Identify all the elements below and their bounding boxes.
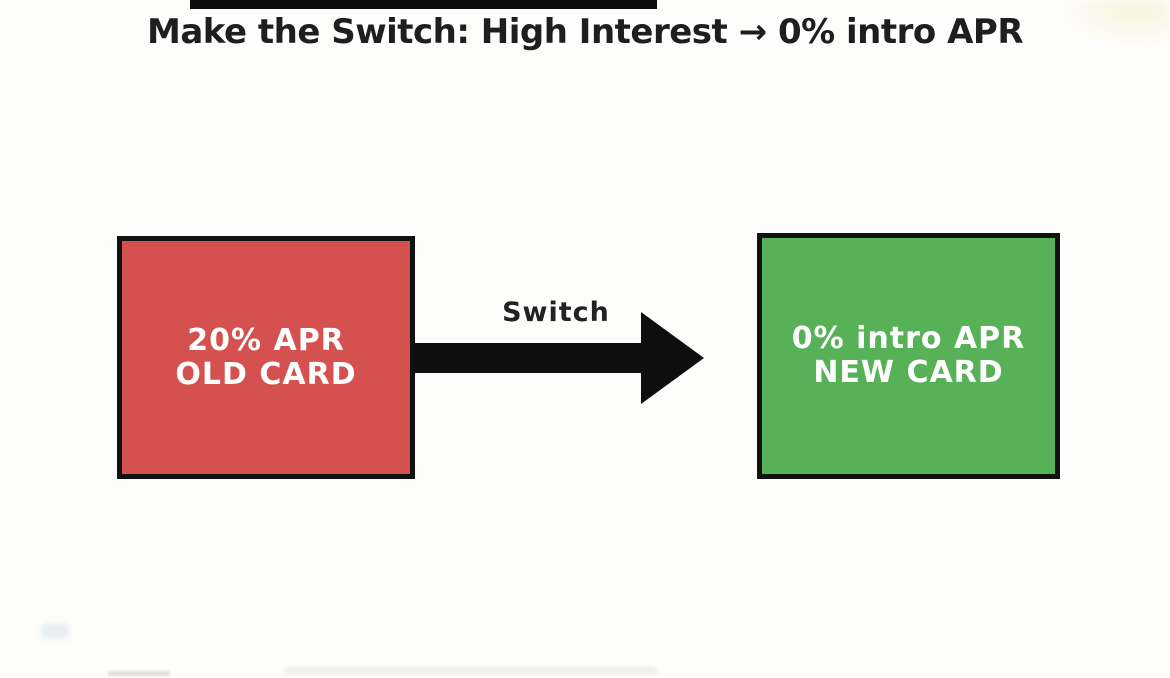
image-artifact-bottom-dash: [108, 671, 170, 676]
switch-label: Switch: [502, 297, 610, 328]
old-card-apr-text: 20% APR: [187, 322, 345, 358]
image-artifact-bottom-smudge: [285, 667, 657, 674]
new-card-name-text: NEW CARD: [813, 355, 1004, 390]
old-card-box: 20% APR OLD CARD: [117, 236, 415, 479]
new-card-box: 0% intro APR NEW CARD: [757, 233, 1060, 479]
new-card-apr-text: 0% intro APR: [791, 321, 1026, 356]
old-card-name-text: OLD CARD: [175, 356, 357, 392]
image-artifact-bottom-left-dot: [42, 624, 68, 638]
page-title: Make the Switch: High Interest → 0% intr…: [146, 12, 1024, 52]
right-arrow-shaft: [413, 343, 643, 373]
right-arrow-icon: [641, 312, 704, 404]
cropped-top-bar: [190, 0, 657, 9]
